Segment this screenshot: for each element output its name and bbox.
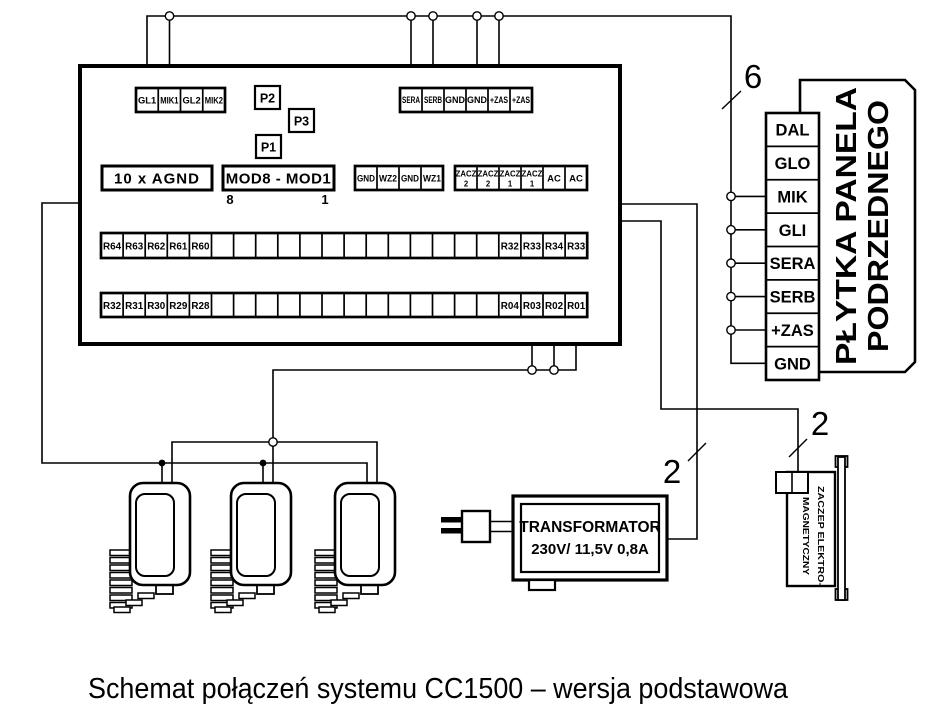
terminal-label-sub: 2 [464, 180, 469, 189]
terminal-label: R02 [545, 300, 563, 312]
terminal-label: R63 [125, 240, 143, 252]
terminal-label: R33 [523, 240, 541, 252]
slash-panel-bus [721, 90, 742, 110]
terminal-label: GND [357, 173, 375, 184]
terminal-label: GL1 [138, 95, 157, 106]
terminal-label: GLO [775, 155, 811, 173]
terminal-label: +ZAS [512, 95, 530, 105]
sub-panel-terminals: DAL GLO MIK GLI SERA SERB +ZAS GND [764, 111, 821, 382]
terminal-label: +ZAS [490, 95, 508, 105]
terminal-label: R62 [147, 240, 165, 252]
terminal-label: R60 [191, 240, 209, 252]
transformer-foot [527, 578, 557, 592]
count-strike: 2 [811, 405, 829, 442]
terminal-label: WZ2 [379, 173, 397, 184]
terminal-label: SERB [424, 95, 442, 105]
terminal-label: R31 [125, 300, 143, 312]
terminal-label: R32 [501, 240, 519, 252]
sub-panel: PŁYTKA PANELA PODRZEDNEGO [798, 78, 917, 374]
terminal-label: SERB [770, 289, 816, 307]
strike-label-line2: MAGNETYCZNY [801, 497, 811, 575]
transformer: TRANSFORMATOR 230V/ 11,5V 0,8A [441, 494, 669, 592]
terminal-label-sub: 1 [530, 180, 535, 189]
terminal-label: ZACZ [500, 170, 521, 179]
terminal-label: GL2 [183, 95, 201, 106]
caption: Schemat połączeń systemu CC1500 – wersja… [88, 673, 788, 705]
jumper-p1-box [254, 133, 283, 160]
terminal-label: DAL [776, 122, 810, 140]
count-transformer: 2 [663, 453, 681, 490]
terminal-label: GND [467, 95, 488, 105]
transformer-label-line1: TRANSFORMATOR [519, 519, 661, 536]
terminal-label: R33 [567, 240, 585, 252]
terminal-strip-wz: GND WZ2 GND WZ1 [353, 164, 445, 192]
terminal-label: R61 [169, 240, 187, 252]
terminal-label: R30 [147, 300, 165, 312]
mod-box [221, 164, 336, 192]
sub-panel-title-line1: PŁYTKA PANELA [831, 87, 863, 365]
terminal-label: ZACZ [456, 170, 477, 179]
jumper-p2-box [253, 84, 282, 111]
jumper-p2-label: P2 [260, 92, 275, 106]
electric-strike: ZACZEP ELEKTRO- MAGNETYCZNY [775, 455, 849, 601]
sub-panel-title-line2: PODRZEDNEGO [863, 100, 895, 352]
transformer-inner-box [519, 502, 661, 574]
jumper-p3-label: P3 [294, 115, 309, 129]
terminal-label: AC [569, 173, 583, 184]
terminal-label: ZACZ [522, 170, 543, 179]
terminal-label: R04 [501, 300, 519, 312]
terminal-label: R64 [103, 240, 121, 252]
jumper-p3-box [287, 107, 316, 134]
terminal-label: GND [401, 173, 419, 184]
relay-row-lower: R32 R31 R30 R29 R28 R04 R03 R02 R01 [99, 291, 589, 319]
handset-3 [313, 481, 397, 614]
terminal-label: GND [445, 95, 466, 105]
terminal-label: GLI [779, 222, 807, 240]
terminal-label: +ZAS [771, 322, 814, 340]
strike-label-line1: ZACZEP ELEKTRO- [816, 486, 826, 586]
terminal-label: WZ1 [423, 173, 442, 184]
jumper-p1-label: P1 [261, 141, 276, 155]
terminal-label-sub: 1 [508, 180, 513, 189]
slash-transformer [687, 442, 707, 462]
agnd-label: 10 x AGND [114, 171, 200, 188]
wire-panel-bus [146, 15, 766, 365]
plug-prong-top [441, 517, 463, 523]
transformer-label-line2: 230V/ 11,5V 0,8A [531, 541, 649, 558]
terminal-label: GND [774, 355, 811, 373]
junction-dots [158, 459, 267, 467]
strike-plate [837, 456, 846, 601]
mod-num-1: 1 [321, 192, 328, 207]
terminal-label-sub: 2 [486, 180, 491, 189]
terminal-label: ZACZ [478, 170, 499, 179]
terminal-label: R34 [545, 240, 563, 252]
mod-num-8: 8 [226, 192, 233, 207]
slash-strike [788, 438, 808, 458]
terminal-label: MIK [777, 188, 807, 206]
terminal-label: SERA [770, 255, 816, 273]
terminal-label: MIK1 [160, 95, 179, 106]
terminal-label: AC [547, 173, 561, 184]
terminal-label: SERA [402, 95, 420, 105]
mod-label: MOD8 - MOD1 [226, 171, 332, 188]
relay-row-upper: R64 R63 R62 R61 R60 R32 R33 R34 R33 [99, 231, 589, 260]
agnd-box [100, 164, 214, 192]
count-panel-bus: 6 [744, 58, 762, 95]
plug-body [460, 509, 492, 544]
plug-prong-bottom [441, 528, 463, 534]
terminal-label: R28 [191, 300, 209, 312]
terminal-label: R01 [567, 300, 585, 312]
terminal-label: R32 [103, 300, 121, 312]
handset-2 [209, 481, 293, 614]
terminal-label: R03 [523, 300, 541, 312]
terminal-label: MIK2 [205, 95, 223, 106]
terminal-label: R29 [169, 300, 187, 312]
handset-1 [108, 481, 192, 614]
